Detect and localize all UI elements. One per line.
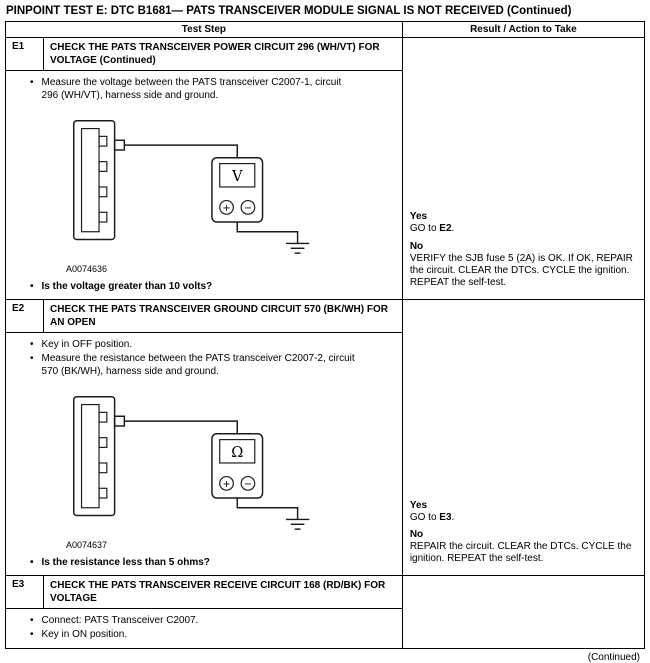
bullet-text: Key in OFF position. — [41, 339, 133, 351]
meter-symbol: V — [231, 168, 243, 185]
step-title: CHECK THE PATS TRANSCEIVER RECEIVE CIRCU… — [50, 580, 386, 605]
wire — [124, 143, 238, 158]
yes-action-post: . — [451, 223, 455, 235]
step-id: E2 — [6, 300, 44, 333]
figure-caption: A0074636 — [66, 263, 108, 274]
result-yes-label: Yes — [409, 211, 428, 223]
step-e1-head: E1 CHECK THE PATS TRANSCEIVER POWER CIRC… — [6, 38, 402, 71]
bullet-item: Connect: PATS Transceiver C2007. — [22, 615, 394, 628]
meter-icon: Ω + − — [211, 432, 264, 499]
bullet-item: Key in ON position. — [22, 629, 394, 642]
svg-text:+: + — [222, 479, 230, 490]
step-e3-test-cell: E3 CHECK THE PATS TRANSCEIVER RECEIVE CI… — [6, 576, 403, 649]
yes-action-post: . — [451, 511, 455, 523]
result-no-label: No — [409, 240, 424, 252]
result-yes-label: Yes — [409, 499, 428, 511]
bullet-text: Key in ON position. — [41, 629, 128, 641]
step-e2-test-cell: E2 CHECK THE PATS TRANSCEIVER GROUND CIR… — [6, 300, 403, 576]
bullet-item: Measure the resistance between the PATS … — [22, 353, 394, 379]
step-question: Is the resistance less than 5 ohms? — [22, 557, 394, 570]
result-cell: Yes GO to E3. No REPAIR the circuit. CLE… — [403, 300, 644, 575]
bullet-item: Key in OFF position. — [22, 339, 394, 352]
ground-icon — [285, 242, 310, 254]
yes-action-pre: GO to — [409, 223, 440, 235]
test-figure: V + − A0074636 — [64, 113, 364, 274]
result-no-action: VERIFY the SJB fuse 5 (2A) is OK. If OK,… — [409, 252, 633, 289]
step-row-e2: E2 CHECK THE PATS TRANSCEIVER GROUND CIR… — [6, 300, 644, 577]
terminal-minus-icon — [240, 475, 256, 491]
wire — [236, 221, 299, 244]
wire — [124, 420, 238, 434]
step-row-e3: E3 CHECK THE PATS TRANSCEIVER RECEIVE CI… — [6, 576, 644, 649]
step-id: E1 — [6, 38, 44, 70]
bullet-text: Measure the resistance between the PATS … — [41, 353, 355, 377]
terminal-plus-icon — [219, 199, 234, 215]
meter-symbol: Ω — [231, 444, 243, 461]
step-row-e1: E1 CHECK THE PATS TRANSCEIVER POWER CIRC… — [6, 38, 644, 301]
figure-caption: A0074637 — [66, 539, 108, 550]
step-id: E3 — [6, 576, 44, 609]
step-e1-test-cell: E1 CHECK THE PATS TRANSCEIVER POWER CIRC… — [6, 38, 403, 300]
meter-icon: V + − — [211, 156, 264, 223]
step-e3-body: Connect: PATS Transceiver C2007. Key in … — [6, 609, 402, 648]
pinpoint-test-table: Test Step Result / Action to Take E1 CHE… — [5, 21, 645, 650]
step-e2-body: Key in OFF position. Measure the resista… — [6, 333, 402, 575]
question-text: Is the voltage greater than 10 volts? — [41, 280, 213, 292]
result-cell: Yes GO to E2. No VERIFY the SJB fuse 5 (… — [403, 38, 644, 299]
svg-text:−: − — [244, 202, 252, 213]
step-e2-head: E2 CHECK THE PATS TRANSCEIVER GROUND CIR… — [6, 300, 402, 334]
result-yes-action: GO to E3. — [410, 512, 638, 524]
voltmeter-diagram: V + − — [73, 119, 310, 254]
bullet-text: Measure the voltage between the PATS tra… — [41, 77, 342, 101]
bullet-text: Connect: PATS Transceiver C2007. — [41, 615, 199, 627]
column-header-result: Result / Action to Take — [470, 24, 577, 35]
step-e3-head: E3 CHECK THE PATS TRANSCEIVER RECEIVE CI… — [6, 576, 402, 610]
terminal-minus-icon — [240, 199, 256, 215]
continued-note: (Continued) — [587, 652, 640, 663]
table-header-row: Test Step Result / Action to Take — [6, 22, 644, 38]
step-title: CHECK THE PATS TRANSCEIVER POWER CIRCUIT… — [50, 42, 380, 66]
terminal-plus-icon — [219, 475, 234, 491]
result-cell-empty — [403, 576, 644, 648]
question-text: Is the resistance less than 5 ohms? — [41, 556, 210, 568]
page-title: PINPOINT TEST E: DTC B1681— PATS TRANSCE… — [6, 5, 572, 17]
yes-action-target: E3 — [439, 511, 452, 523]
column-header-test-step: Test Step — [6, 22, 403, 37]
bullet-item: Measure the voltage between the PATS tra… — [22, 77, 394, 103]
yes-action-pre: GO to — [409, 511, 440, 523]
result-yes-action: GO to E2. — [410, 223, 638, 235]
terminal-icon — [113, 415, 126, 427]
step-e1-body: Measure the voltage between the PATS tra… — [6, 71, 402, 299]
yes-action-target: E2 — [439, 223, 452, 235]
terminal-icon — [113, 139, 126, 151]
step-title: CHECK THE PATS TRANSCEIVER GROUND CIRCUI… — [50, 304, 388, 329]
connector-icon — [73, 395, 116, 516]
ohmmeter-diagram: Ω + − — [73, 395, 310, 530]
test-figure: Ω + − A0074637 — [64, 389, 364, 550]
ground-icon — [285, 518, 310, 530]
step-question: Is the voltage greater than 10 volts? — [22, 281, 394, 294]
wire — [236, 497, 299, 520]
connector-icon — [73, 119, 116, 240]
svg-text:−: − — [244, 479, 252, 490]
svg-text:+: + — [222, 202, 230, 213]
result-no-label: No — [409, 528, 424, 540]
result-no-action: REPAIR the circuit. CLEAR the DTCs. CYCL… — [409, 541, 632, 565]
